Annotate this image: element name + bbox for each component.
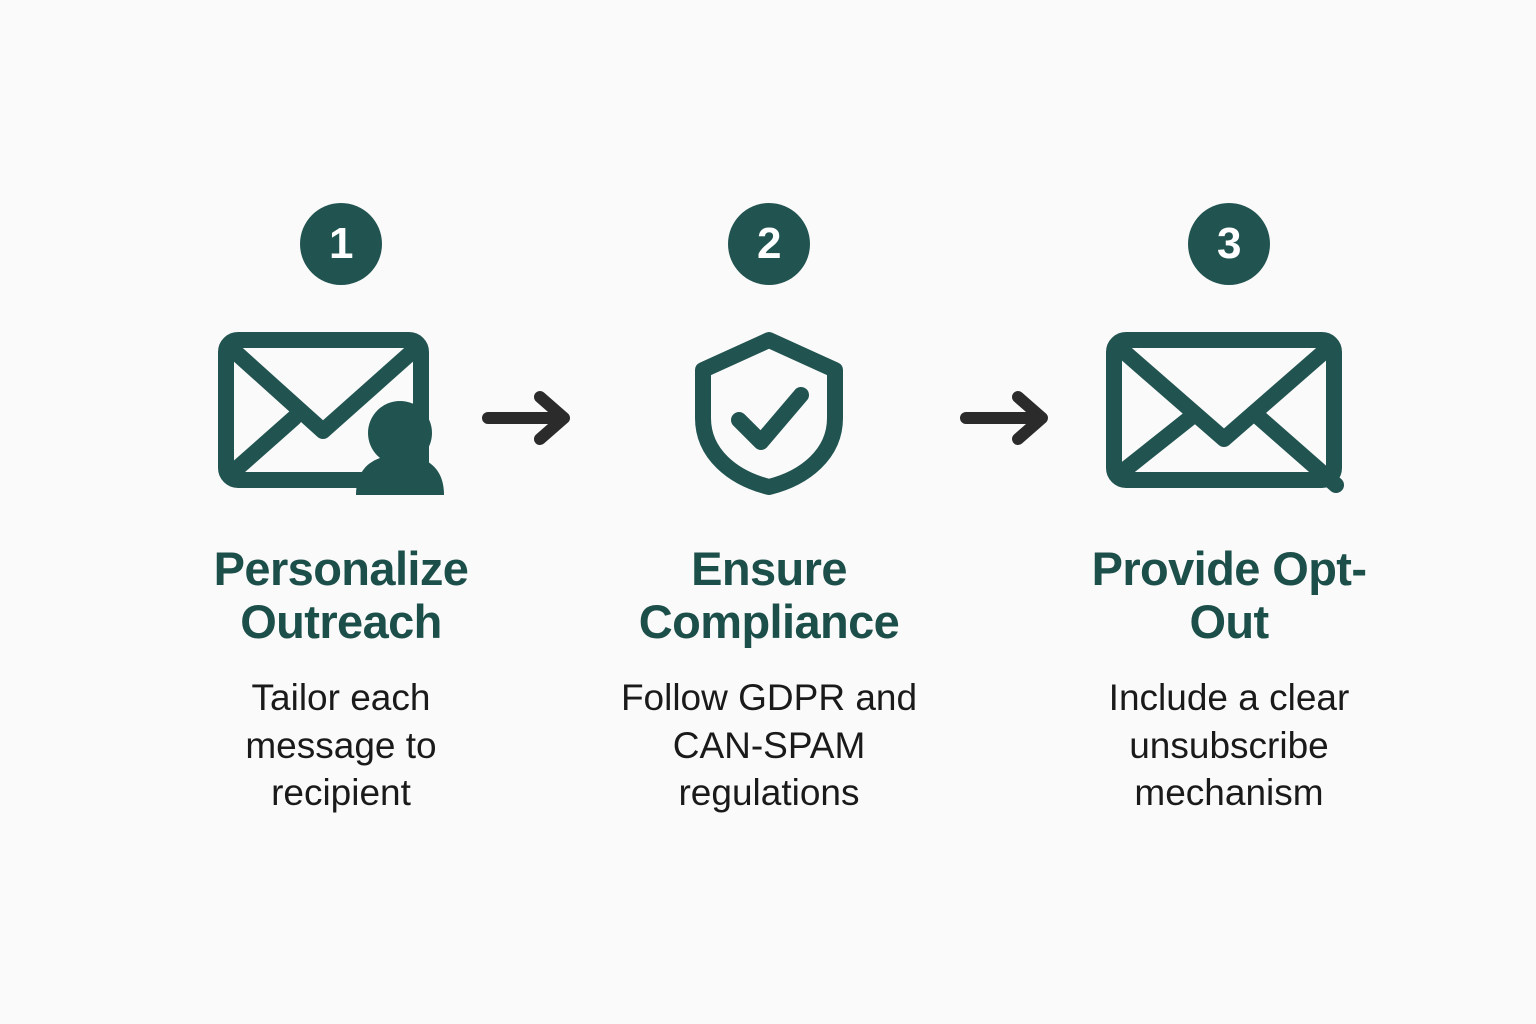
step-1-title: Personalize Outreach [213,542,469,648]
step-1-number: 1 [329,219,353,268]
arrow-right-2 [958,390,1058,450]
step-2-description: Follow GDPR and CAN-SPAM regulations [620,677,918,813]
arrow-right-1 [480,390,580,450]
step-1-icon [216,330,466,495]
step-3-number-badge: 3 [1188,203,1270,285]
step-2-number: 2 [757,219,781,268]
step-1: 1 [141,0,541,816]
shield-check-icon [689,330,849,495]
step-3-description: Include a clear unsubscribe mechanism [1108,677,1350,813]
step-3-icon [1104,330,1354,495]
step-3: 3 Provide Opt-Out Include a clear unsubs… [1029,0,1429,816]
envelope-with-person-icon [216,330,466,495]
step-1-description: Tailor each message to recipient [245,677,437,813]
step-2-icon [689,330,849,495]
step-2-title: Ensure Compliance [638,542,900,648]
arrow-right-icon [480,388,580,453]
step-1-number-badge: 1 [300,203,382,285]
step-2-number-badge: 2 [728,203,810,285]
step-3-number: 3 [1217,219,1241,268]
step-2: 2 Ensure Compliance Follow GDPR and CAN-… [569,0,969,816]
envelope-unsubscribe-icon [1104,330,1354,495]
arrow-right-icon [958,388,1058,453]
step-3-title: Provide Opt-Out [1091,542,1367,648]
